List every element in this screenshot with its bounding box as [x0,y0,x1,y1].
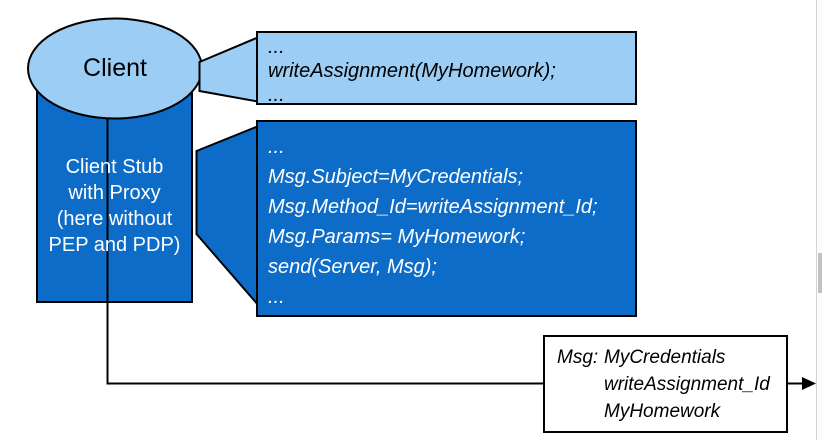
arrow-head-icon [802,377,816,390]
stub-label-line: Client Stub [65,156,164,178]
stub-label-line: with Proxy [68,182,161,204]
message-value: writeAssignment_Id [604,374,770,395]
scrollbar-thumb[interactable] [818,253,822,293]
stub-label-line: (here without [56,208,173,230]
code-line: send(Server, Msg); [268,256,437,278]
client-label: Client [83,53,147,82]
code-line: writeAssignment(MyHomework); [268,60,556,82]
message-value: MyCredentials [604,347,726,368]
message-label: Msg: [557,347,599,368]
vertical-scrollbar[interactable] [816,0,822,440]
client-stub-label: Client Stub with Proxy (here without PEP… [37,88,192,302]
stub-label-line: PEP and PDP) [48,234,181,256]
code-line: Msg.Subject=MyCredentials; [268,166,524,188]
stub-code-callout: ... Msg.Subject=MyCredentials; Msg.Metho… [256,120,637,317]
code-line: ... [268,36,285,58]
code-line: Msg.Method_Id=writeAssignment_Id; [268,196,598,218]
client-stub-rect [36,87,193,303]
message-value: MyHomework [604,401,721,422]
message-content-box: Msg: MyCredentials writeAssignment_Id My… [543,335,788,433]
code-line: ... [268,286,285,308]
client-code-callout: ... writeAssignment(MyHomework); ... [256,31,637,105]
code-line: ... [268,136,285,158]
code-line: Msg.Params= MyHomework; [268,226,526,248]
message-values: MyCredentials writeAssignment_Id MyHomew… [604,344,770,425]
code-line: ... [268,84,285,105]
